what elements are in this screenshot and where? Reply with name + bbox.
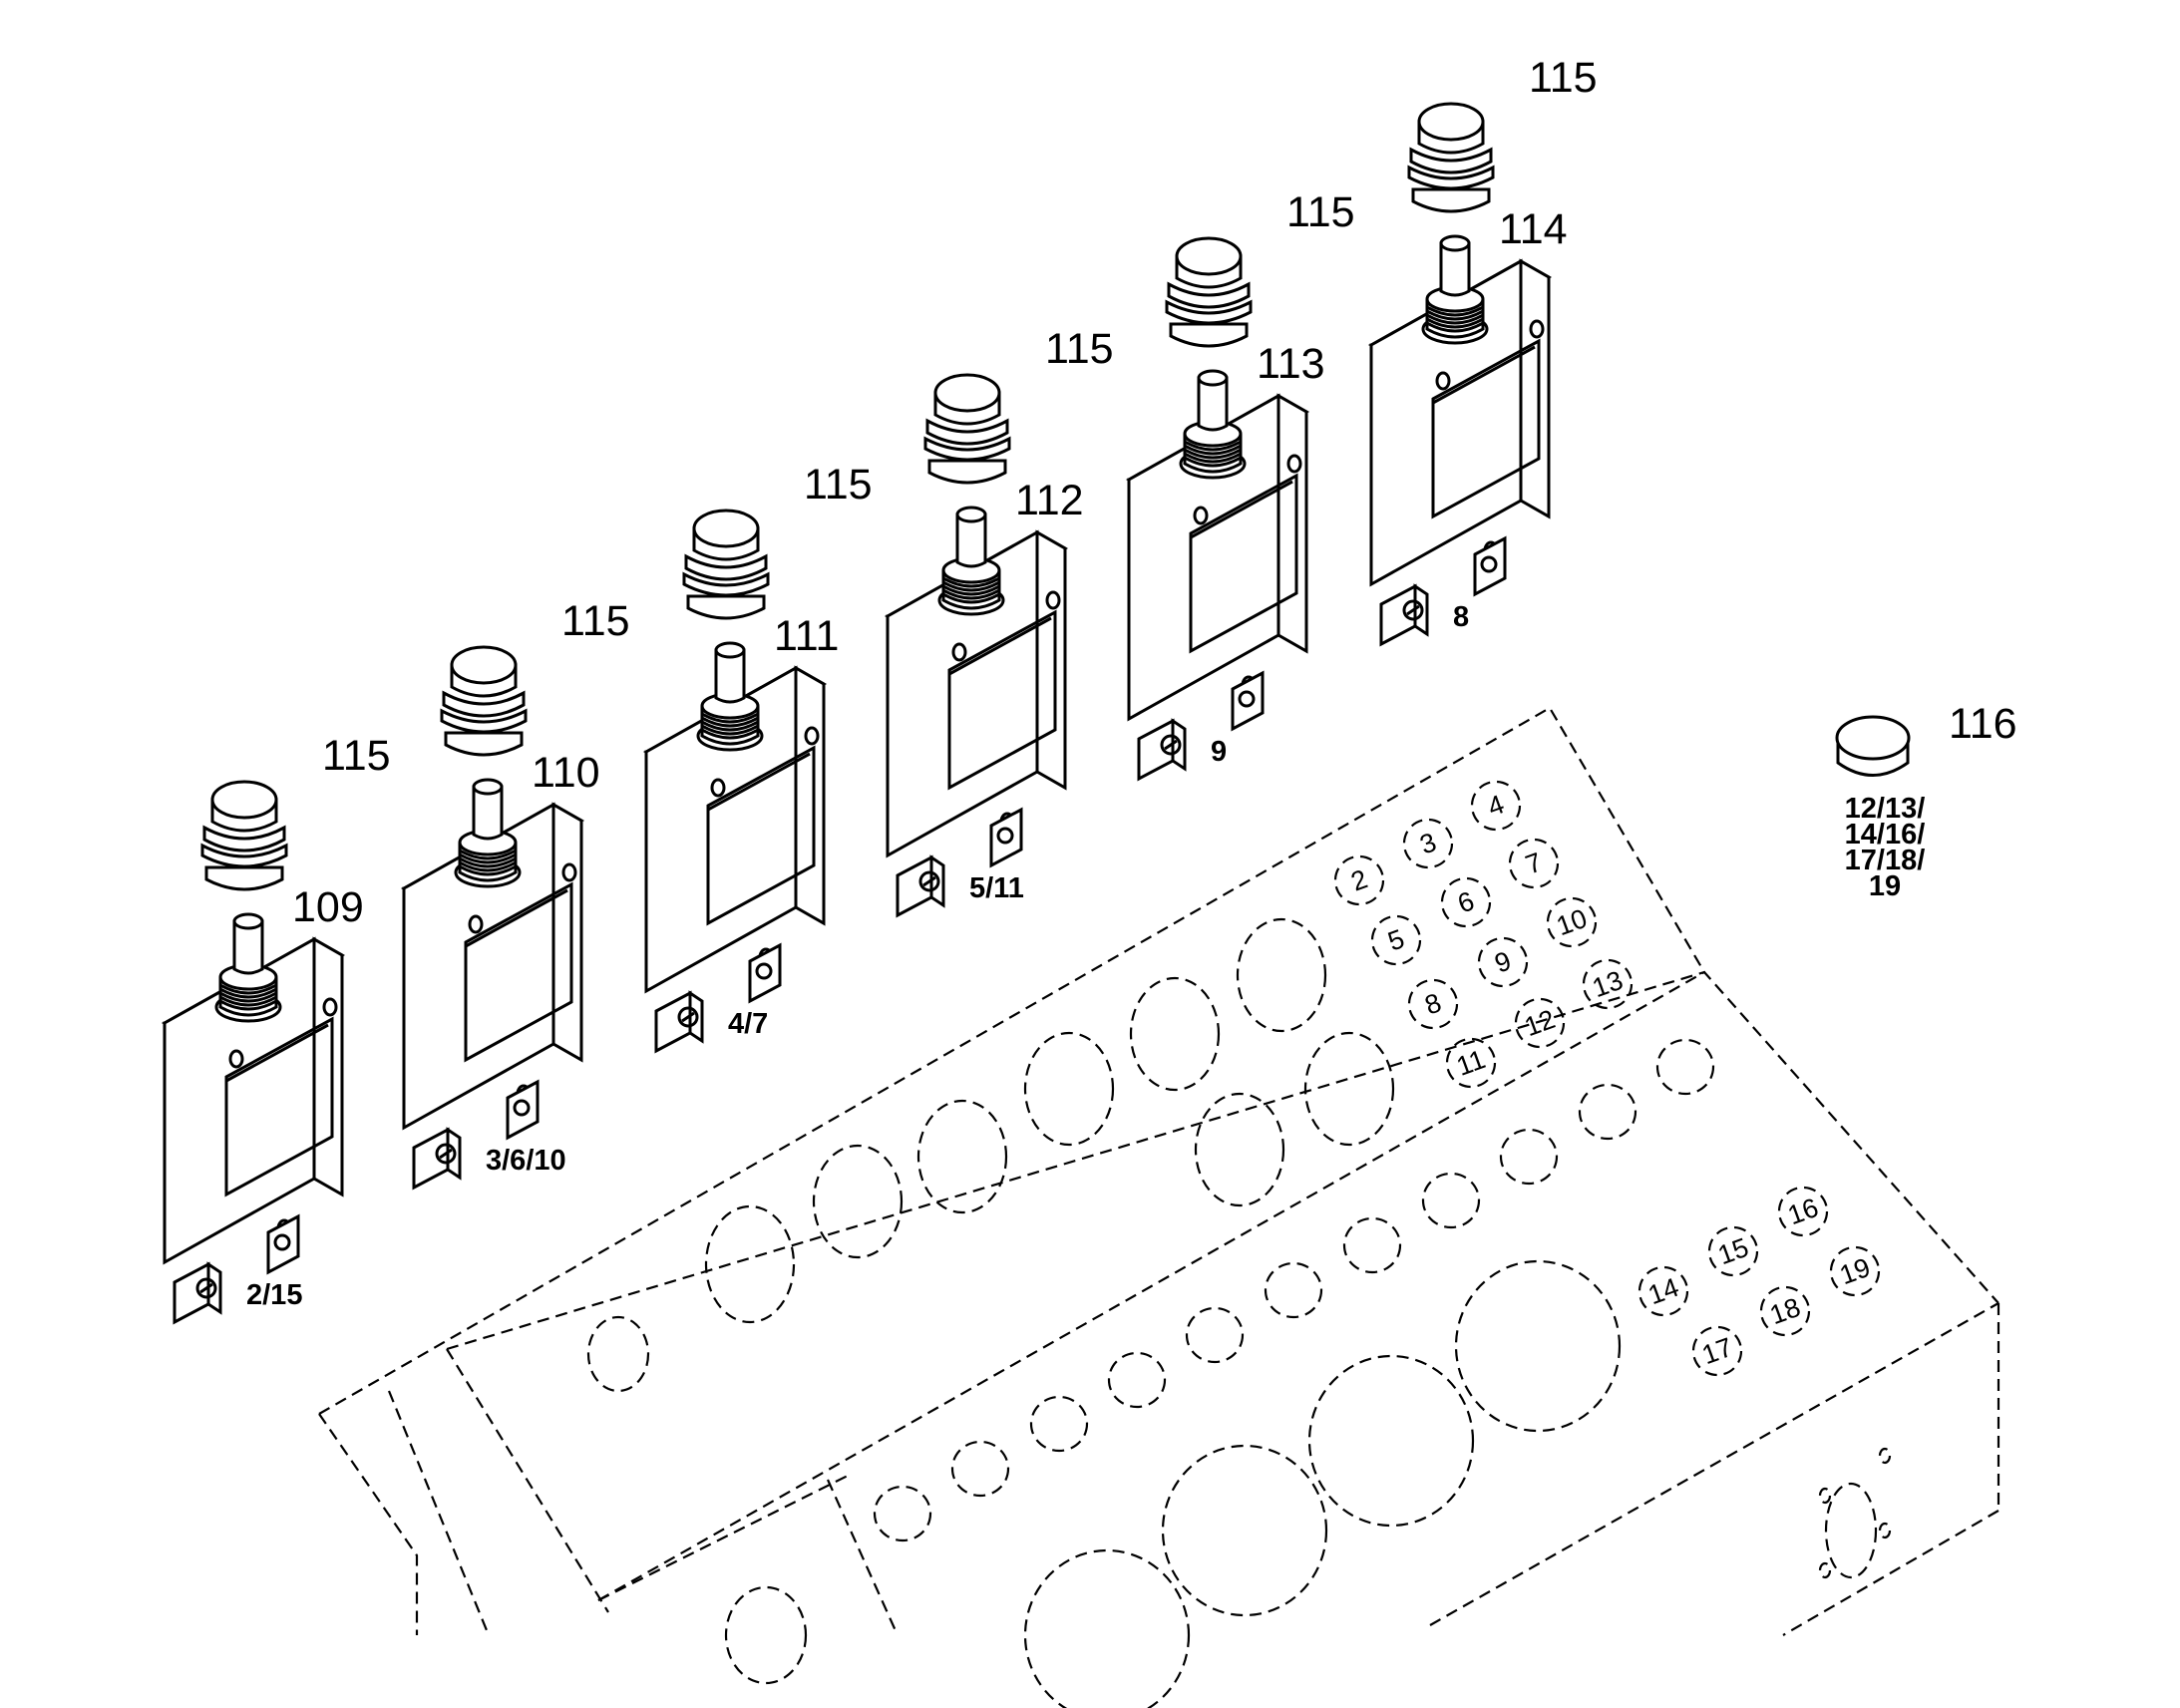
circuit-breakers: 1151092/151151103/6/101151114/71151125/1… (161, 54, 1598, 1325)
breaker-callout: 113 (1257, 340, 1325, 388)
breaker-position-label: 2/15 (246, 1279, 302, 1311)
hole-number-12: 12 (1521, 1004, 1559, 1042)
plug-position-line-2: 14/16/ (1845, 819, 1926, 851)
cap-callout: 115 (561, 597, 630, 645)
cap-callout: 115 (1286, 188, 1355, 236)
hole-number-19: 19 (1836, 1252, 1874, 1290)
breaker-position-label: 4/7 (728, 1008, 768, 1040)
breaker-callout: 110 (532, 749, 600, 797)
hole-number-2: 2 (1347, 863, 1371, 896)
breaker-position-label: 8 (1453, 601, 1469, 633)
cap-115: 115 (923, 325, 1114, 485)
breaker-position-label: 5/11 (969, 872, 1024, 904)
cap-callout: 115 (322, 732, 391, 780)
cap-115: 115 (440, 597, 630, 757)
plug-position-line-4: 19 (1869, 870, 1901, 902)
hole-number-5: 5 (1384, 923, 1408, 956)
plug-position-line-3: 17/18/ (1845, 845, 1926, 876)
hole-number-3: 3 (1416, 827, 1440, 859)
hole-number-11: 11 (1453, 1044, 1490, 1082)
breaker-position-label: 9 (1211, 736, 1227, 768)
hole-number-10: 10 (1553, 903, 1591, 941)
breaker-110: 115 110 3/6/10 (400, 597, 630, 1191)
plug-callout: 116 (1949, 700, 2017, 748)
hole-number-18: 18 (1766, 1292, 1804, 1330)
breaker-callout: 111 (774, 612, 839, 660)
cap-callout: 115 (1045, 325, 1114, 373)
panel-outline (318, 706, 2000, 1708)
breaker-112: 115 112 5/11 (884, 325, 1114, 918)
hole-number-7: 7 (1522, 847, 1546, 879)
hole-number-14: 14 (1644, 1272, 1682, 1310)
breaker-109: 115 109 2/15 (161, 732, 391, 1325)
cap-115: 115 (682, 461, 873, 620)
breaker-position-label: 3/6/10 (486, 1145, 566, 1177)
breaker-113: 115 113 9 (1125, 188, 1355, 782)
breaker-callout: 109 (292, 883, 364, 931)
breaker-111: 115 111 4/7 (642, 461, 873, 1054)
hole-number-15: 15 (1714, 1232, 1752, 1270)
cap-callout: 115 (1529, 54, 1598, 102)
breaker-callout: 114 (1499, 205, 1568, 253)
hole-number-17: 17 (1698, 1332, 1736, 1370)
hole-number-16: 16 (1784, 1193, 1822, 1230)
cap-115: 115 (1407, 54, 1598, 213)
blanking-plug: 116 12/13/ 14/16/ 17/18/ 19 (1835, 700, 2017, 902)
hole-number-8: 8 (1421, 987, 1445, 1020)
breaker-callout: 112 (1015, 477, 1084, 524)
hole-number-13: 13 (1589, 965, 1627, 1003)
hole-number-9: 9 (1491, 945, 1515, 978)
cap-115: 115 (1165, 188, 1355, 348)
hole-number-4: 4 (1484, 789, 1508, 822)
cap-callout: 115 (804, 461, 873, 509)
cap-115: 115 (200, 732, 391, 891)
breaker-114: 115 114 8 (1367, 54, 1598, 647)
hole-number-6: 6 (1454, 885, 1478, 918)
plug-position-line-1: 12/13/ (1845, 793, 1926, 825)
